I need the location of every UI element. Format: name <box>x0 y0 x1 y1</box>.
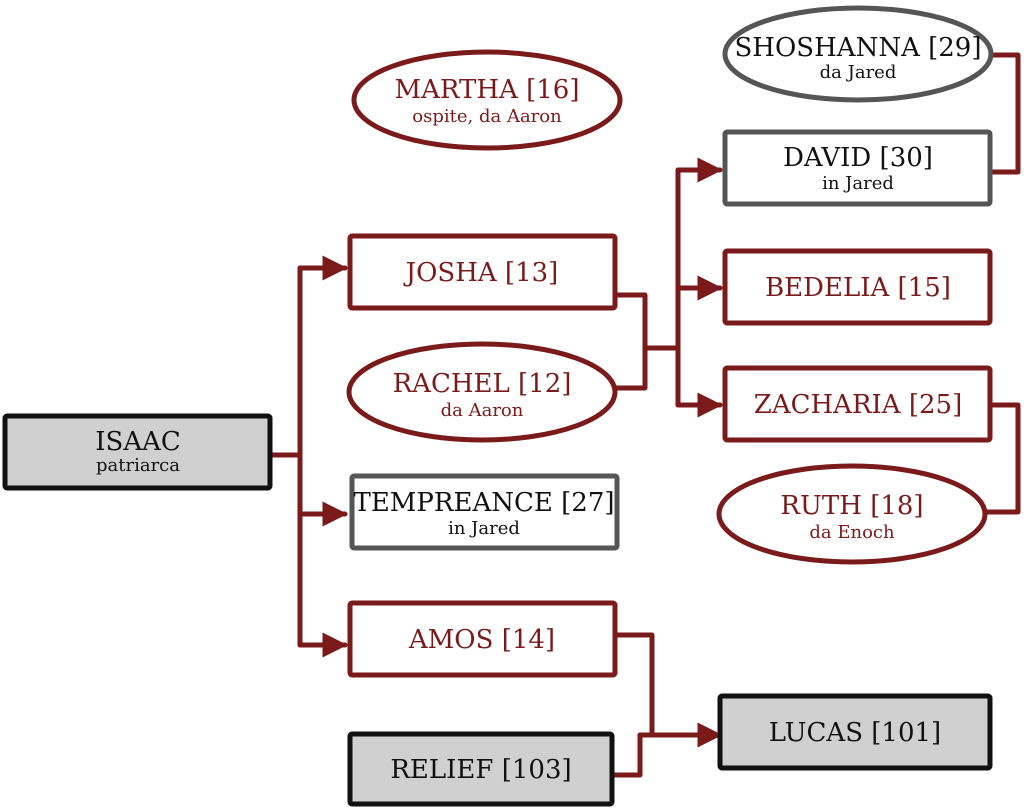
node-rachel-name: RACHEL [12] <box>393 369 572 399</box>
node-isaac-sub: patriarca <box>96 455 180 476</box>
node-shoshanna-sub: da Jared <box>820 62 897 83</box>
node-amos-name: AMOS [14] <box>408 625 555 655</box>
node-bedelia-name: BEDELIA [15] <box>765 273 951 303</box>
node-josha: JOSHA [13] <box>347 233 618 311</box>
connector-shoshanna-david <box>985 52 1021 175</box>
node-shoshanna-name: SHOSHANNA [29] <box>735 33 982 63</box>
node-isaac: ISAAC patriarca <box>2 413 273 491</box>
node-david-name: DAVID [30] <box>783 143 933 173</box>
node-rachel: RACHEL [12] da Aaron <box>346 341 618 443</box>
node-martha: MARTHA [16] ospite, da Aaron <box>351 49 623 151</box>
node-lucas: LUCAS [101] <box>717 693 993 771</box>
node-lucas-name: LUCAS [101] <box>769 718 941 748</box>
node-ruth-sub: da Enoch <box>809 522 895 543</box>
connector-isaac-bus <box>267 265 303 648</box>
connector-rachel <box>612 345 648 391</box>
node-rachel-sub: da Aaron <box>441 400 524 421</box>
node-tempreance: TEMPREANCE [27] in Jared <box>349 473 620 551</box>
connector-zacharia-ruth <box>982 402 1021 515</box>
node-amos: AMOS [14] <box>347 600 618 678</box>
node-shoshanna: SHOSHANNA [29] da Jared <box>722 5 994 103</box>
node-tempreance-sub: in Jared <box>448 518 520 539</box>
connector-josha-rachel-bus <box>642 167 681 408</box>
node-martha-name: MARTHA [16] <box>395 75 580 105</box>
node-zacharia-name: ZACHARIA [25] <box>754 390 962 420</box>
node-martha-sub: ospite, da Aaron <box>412 106 562 127</box>
node-relief: RELIEF [103] <box>347 731 615 807</box>
connector-josha <box>612 292 648 351</box>
connector-relief <box>609 732 643 778</box>
node-david-sub: in Jared <box>822 173 894 194</box>
node-relief-name: RELIEF [103] <box>390 755 571 785</box>
node-tempreance-name: TEMPREANCE [27] <box>353 488 614 518</box>
connector-amos <box>612 632 655 738</box>
node-zacharia: ZACHARIA [25] <box>722 365 993 443</box>
node-bedelia: BEDELIA [15] <box>722 248 993 326</box>
node-ruth-name: RUTH [18] <box>780 491 923 521</box>
node-josha-name: JOSHA [13] <box>403 258 559 288</box>
node-david: DAVID [30] in Jared <box>722 129 993 207</box>
node-ruth: RUTH [18] da Enoch <box>716 463 988 565</box>
node-isaac-name: ISAAC <box>95 427 181 457</box>
